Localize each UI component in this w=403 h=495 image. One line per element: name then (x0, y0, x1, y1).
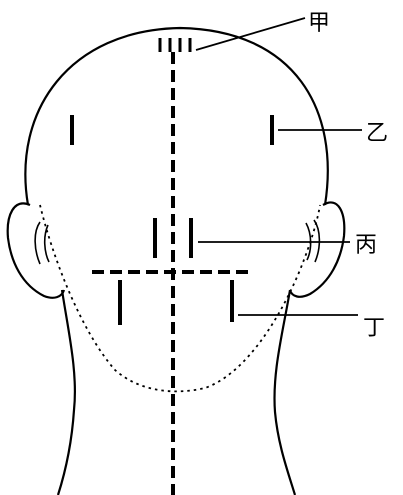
label-bing: 丙 (355, 233, 377, 258)
label-yi: 乙 (366, 121, 388, 146)
leader-jia (196, 18, 305, 50)
neck-right (274, 290, 295, 495)
right-ear-inner (314, 220, 319, 262)
label-jia: 甲 (308, 11, 330, 36)
left-ear-inner (35, 222, 40, 264)
neck-left (58, 290, 75, 495)
label-ding: 丁 (363, 316, 385, 341)
marks-jia (160, 38, 190, 52)
